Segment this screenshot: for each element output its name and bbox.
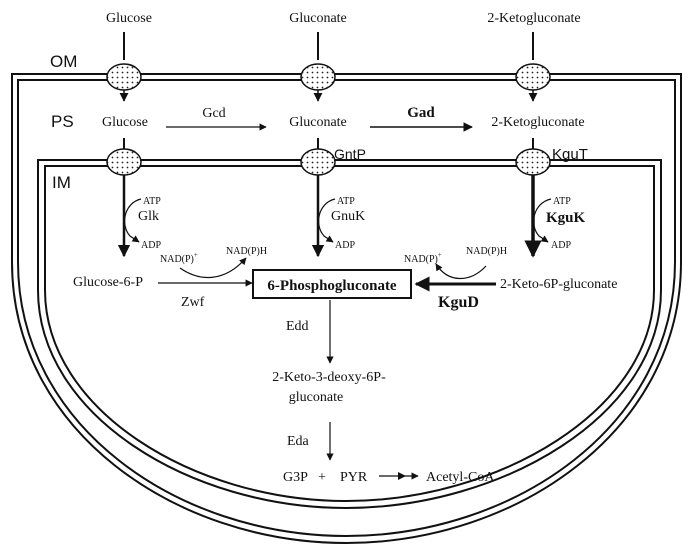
ketogluconate-outside-label: 2-Ketogluconate	[487, 11, 580, 26]
im-gntp-transporter-icon	[300, 148, 336, 176]
om-label: OM	[50, 52, 77, 71]
pyr-to-acetylcoa-arrowhead-2	[398, 472, 406, 480]
gntp-transporter-label: GntP	[334, 146, 366, 162]
gluconate-periplasm-label: Gluconate	[289, 115, 347, 130]
kguk-atp-adp-curve	[533, 198, 552, 243]
gnuk-atp-adp-curve	[318, 198, 336, 243]
kgut-transporter-label: KguT	[552, 146, 588, 163]
om-gluconate-porin-icon	[300, 63, 336, 91]
kguk-atp-label: ATP	[553, 196, 571, 207]
kdpg-label-line2: gluconate	[289, 390, 343, 405]
plus-sign: +	[318, 470, 326, 485]
im-kgut-transporter-icon	[515, 148, 551, 176]
glk-adp-label: ADP	[141, 240, 161, 251]
glk-atp-label: ATP	[143, 196, 161, 207]
kgud-enzyme-label: KguD	[438, 294, 479, 311]
gad-enzyme-label: Gad	[407, 105, 435, 121]
ketogluconate-periplasm-label: 2-Ketogluconate	[491, 115, 584, 130]
gluconate-outside-label: Gluconate	[289, 11, 347, 26]
kguk-enzyme-label: KguK	[546, 210, 586, 226]
im-glucose-transporter-icon	[106, 148, 142, 176]
gnuk-adp-label: ADP	[335, 240, 355, 251]
zwf-nadp-curve	[179, 257, 247, 279]
glk-atp-adp-curve	[124, 198, 142, 243]
kgud-nadp-label: NAD(P)+	[404, 251, 442, 265]
inner-membrane-outer	[37, 159, 662, 510]
gnuk-enzyme-label: GnuK	[331, 209, 365, 224]
acetylcoa-label: Acetyl-CoA	[426, 470, 495, 485]
gnuk-atp-label: ATP	[337, 196, 355, 207]
edd-enzyme-label: Edd	[286, 319, 309, 334]
eda-enzyme-label: Eda	[287, 434, 310, 449]
zwf-nadp-label: NAD(P)+	[160, 251, 198, 265]
kguk-adp-label: ADP	[551, 240, 571, 251]
inner-membrane-inner	[44, 165, 655, 503]
glucose-periplasm-label: Glucose	[102, 115, 148, 130]
im-label: IM	[52, 173, 71, 192]
outer-membrane-inner	[17, 79, 676, 538]
kdpg-label-line1: 2-Keto-3-deoxy-6P-	[272, 370, 386, 385]
ps-label: PS	[51, 112, 74, 131]
pyr-label: PYR	[340, 470, 368, 485]
kgud-nadph-curve	[435, 263, 487, 280]
phosphogluconate-label: 6-Phosphogluconate	[267, 278, 397, 294]
gcd-enzyme-label: Gcd	[202, 106, 225, 121]
outer-membrane-outer	[11, 73, 682, 545]
g3p-label: G3P	[283, 470, 308, 485]
glucose-6-p-label: Glucose-6-P	[73, 275, 143, 290]
glk-enzyme-label: Glk	[138, 209, 159, 224]
kgud-nadph-label: NAD(P)H	[466, 246, 507, 257]
keto-6p-gluconate-label: 2-Keto-6P-gluconate	[500, 277, 617, 292]
om-glucose-porin-icon	[106, 63, 142, 91]
glucose-outside-label: Glucose	[106, 11, 152, 26]
zwf-nadph-label: NAD(P)H	[226, 246, 267, 257]
phosphogluconate-box	[252, 269, 412, 299]
zwf-enzyme-label: Zwf	[181, 295, 205, 310]
om-ketogluconate-porin-icon	[515, 63, 551, 91]
